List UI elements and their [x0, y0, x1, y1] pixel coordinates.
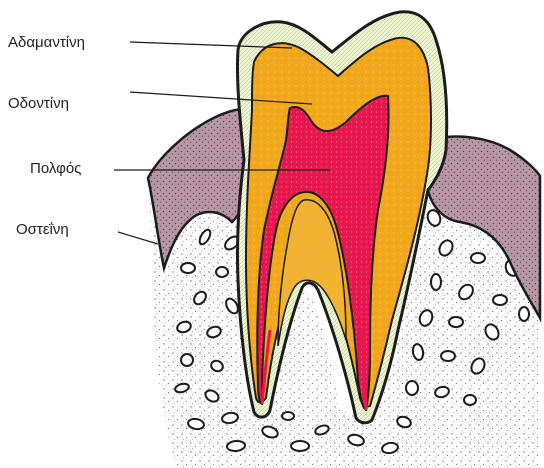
label-cementum: Οστεΐνη [16, 221, 69, 239]
label-pulp: Πολφός [30, 160, 81, 178]
label-dentin: Οδοντίνη [8, 95, 69, 113]
label-enamel: Αδαμαντίνη [8, 34, 85, 52]
